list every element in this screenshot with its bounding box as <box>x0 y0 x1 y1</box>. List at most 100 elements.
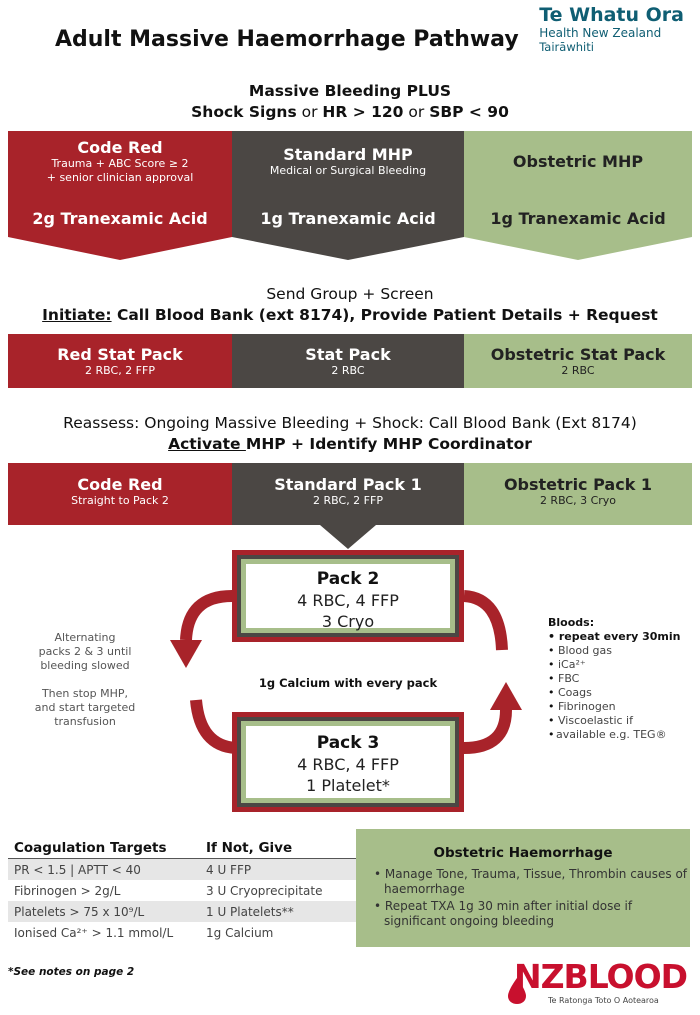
red-stat-pack-box: Red Stat Pack 2 RBC, 2 FFP <box>8 334 232 388</box>
code-red-title: Code Red <box>77 138 163 157</box>
bloods-item: repeat every 30min <box>548 630 681 644</box>
header1-line1: Massive Bleeding PLUS <box>248 82 452 100</box>
pack3-line1: 4 RBC, 4 FFP <box>297 755 399 774</box>
obstetric-pack1-sub: 2 RBC, 3 Cryo <box>539 493 617 507</box>
txa-code-red: 2g Tranexamic Acid <box>8 192 232 244</box>
obstetric-pack1-box: Obstetric Pack 1 2 RBC, 3 Cryo <box>464 463 692 519</box>
nzblood-logo: NZBLOOD Te Ratonga Toto O Aotearoa <box>508 957 688 1005</box>
table-row: Ionised Ca²⁺ > 1.1 mmol/L 1g Calcium <box>8 922 362 943</box>
hr-criterion: HR > 120 <box>322 103 404 121</box>
row3-arrows <box>8 463 692 549</box>
code-red-box: Code Red Trauma + ABC Score ≥ 2 + senior… <box>8 131 232 192</box>
page-title: Adult Massive Haemorrhage Pathway <box>55 27 519 52</box>
table-row: Fibrinogen > 2g/L 3 U Cryoprecipitate <box>8 880 362 901</box>
pack2-line2: 3 Cryo <box>321 612 375 631</box>
code-red-pack-title: Code Red <box>77 474 163 494</box>
logo-line1: Te Whatu Ora <box>539 4 684 26</box>
footnote: *See notes on page 2 <box>8 966 135 978</box>
coag-header-targets: Coagulation Targets <box>8 838 200 859</box>
obstetric-stat-pack-sub: 2 RBC <box>561 363 595 377</box>
pack2-content: Pack 2 4 RBC, 4 FFP 3 Cryo <box>232 568 464 632</box>
bloods-list: Bloods: repeat every 30min Blood gas iCa… <box>548 616 681 742</box>
pack3-line2: 1 Platelet* <box>306 776 390 795</box>
standard-mhp-sub: Medical or Surgical Bleeding <box>269 164 427 177</box>
coag-give: 1 U Platelets** <box>200 901 362 922</box>
bloods-item-cont-text: available e.g. TEG® <box>556 728 667 741</box>
coag-give: 4 U FFP <box>200 858 362 880</box>
bloods-item: Viscoelastic if <box>548 714 681 728</box>
standard-pack1-box: Standard Pack 1 2 RBC, 2 FFP <box>232 463 464 519</box>
note-line: packs 2 & 3 until <box>38 645 132 658</box>
header2-line1: Send Group + Screen <box>266 285 434 303</box>
or-text: or <box>403 103 430 121</box>
bloods-item: Fibrinogen <box>548 700 681 714</box>
coagulation-targets-table: Coagulation Targets If Not, Give PR < 1.… <box>8 838 362 943</box>
header3-line2: Activate MHP + Identify MHP Coordinator <box>0 435 700 453</box>
bloods-item-cont: available e.g. TEG® <box>548 728 681 742</box>
initiate-label: Initiate: <box>42 306 112 324</box>
obstetric-mhp-title: Obstetric MHP <box>512 152 644 171</box>
note-line: Alternating <box>54 631 116 644</box>
bloods-item: FBC <box>548 672 681 686</box>
header2-line2: Initiate: Call Blood Bank (ext 8174), Pr… <box>0 306 700 324</box>
bloods-item: Coags <box>548 686 681 700</box>
code-red-sub2: + senior clinician approval <box>46 171 194 184</box>
table-row: Platelets > 75 x 10⁹/L 1 U Platelets** <box>8 901 362 922</box>
nzblood-sub: Te Ratonga Toto O Aotearoa <box>548 996 659 1005</box>
coag-header-give: If Not, Give <box>200 838 362 859</box>
cycle-arrows <box>170 590 522 754</box>
obstetric-mhp-box: Obstetric MHP <box>464 131 692 192</box>
logo-line3: Tairāwhiti <box>539 40 594 54</box>
coag-target: PR < 1.5 | APTT < 40 <box>8 858 200 880</box>
txa-code-red-label: 2g Tranexamic Acid <box>32 208 208 228</box>
txa-obstetric: 1g Tranexamic Acid <box>464 192 692 244</box>
header3-line1: Reassess: Ongoing Massive Bleeding + Sho… <box>63 414 637 432</box>
obstetric-stat-pack-box: Obstetric Stat Pack 2 RBC <box>464 334 692 388</box>
blood-drop-icon <box>508 978 526 1004</box>
nzblood-name: NZBLOOD <box>514 957 688 996</box>
red-stat-pack-sub: 2 RBC, 2 FFP <box>85 363 155 377</box>
shock-signs: Shock Signs <box>191 103 297 121</box>
bloods-heading: Bloods: <box>548 616 595 629</box>
txa-standard: 1g Tranexamic Acid <box>232 192 464 244</box>
activate-text: MHP + Identify MHP Coordinator <box>245 435 532 453</box>
txa-standard-label: 1g Tranexamic Acid <box>260 208 436 228</box>
obstetric-stat-pack-title: Obstetric Stat Pack <box>490 344 666 364</box>
standard-mhp-title: Standard MHP <box>283 145 413 164</box>
te-whatu-ora-logo: Te Whatu Ora Health New Zealand Tairāwhi… <box>539 4 684 54</box>
sbp-criterion: SBP < 90 <box>429 103 509 121</box>
bloods-item: iCa²⁺ <box>548 658 681 672</box>
pack3-title: Pack 3 <box>316 733 380 753</box>
pack3-content: Pack 3 4 RBC, 4 FFP 1 Platelet* <box>232 732 464 796</box>
note-line: Then stop MHP, <box>41 687 129 700</box>
txa-obstetric-label: 1g Tranexamic Acid <box>490 208 666 228</box>
coag-give: 1g Calcium <box>206 925 274 940</box>
pack3-frame: Pack 3 4 RBC, 4 FFP 1 Platelet* <box>232 712 464 812</box>
stat-pack-box: Stat Pack 2 RBC <box>232 334 464 388</box>
initiate-text: Call Blood Bank (ext 8174), Provide Pati… <box>111 306 658 324</box>
activate-label: Activate <box>168 435 246 453</box>
note-line: bleeding slowed <box>40 659 130 672</box>
red-stat-pack-title: Red Stat Pack <box>57 344 183 364</box>
coag-target: Fibrinogen > 2g/L <box>14 883 121 898</box>
standard-pack1-sub: 2 RBC, 2 FFP <box>313 493 383 507</box>
coag-target: Platelets > 75 x 10⁹/L <box>8 901 200 922</box>
stat-pack-sub: 2 RBC <box>331 363 365 377</box>
coag-give: 3 U Cryoprecipitate <box>206 883 323 898</box>
header1-line2: Shock Signs or HR > 120 or SBP < 90 <box>0 103 700 121</box>
alternating-note: Alternating packs 2 & 3 until bleeding s… <box>20 631 150 729</box>
calcium-note: 1g Calcium with every pack <box>258 676 438 690</box>
obstetric-haemorrhage-box: Obstetric Haemorrhage Manage Tone, Traum… <box>356 829 690 947</box>
pack2-frame: Pack 2 4 RBC, 4 FFP 3 Cryo <box>232 550 464 642</box>
standard-mhp-box: Standard MHP Medical or Surgical Bleedin… <box>232 131 464 192</box>
obstetric-heading: Obstetric Haemorrhage <box>433 845 613 861</box>
obstetric-pack1-title: Obstetric Pack 1 <box>503 474 653 494</box>
obstetric-item: Repeat TXA 1g 30 min after initial dose … <box>372 899 690 929</box>
txa-arrows <box>8 192 692 260</box>
note-line: transfusion <box>54 715 116 728</box>
table-row: PR < 1.5 | APTT < 40 4 U FFP <box>8 858 362 880</box>
or-text: or <box>296 103 323 121</box>
logo-line2: Health New Zealand <box>539 26 662 40</box>
standard-pack1-title: Standard Pack 1 <box>274 474 422 494</box>
code-red-pack-box: Code Red Straight to Pack 2 <box>8 463 232 519</box>
